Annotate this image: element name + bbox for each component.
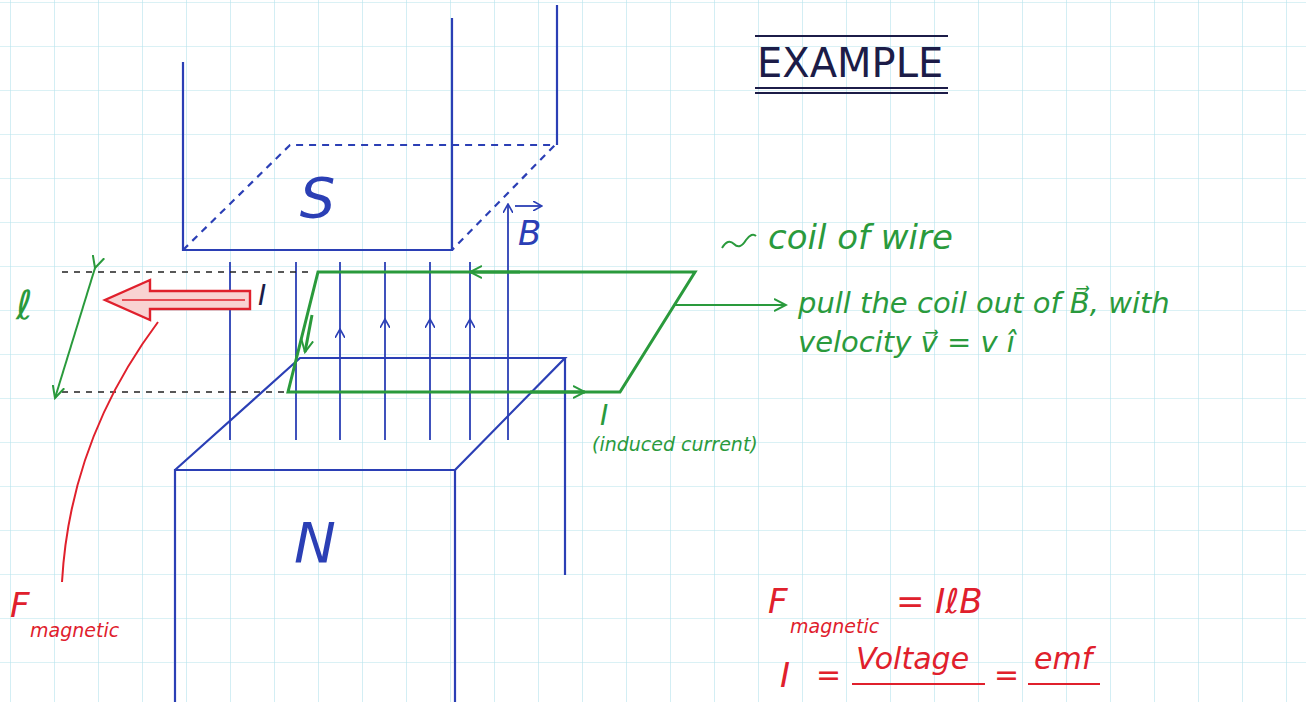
fraction-bars (852, 683, 1100, 685)
magnet-pole: S (190, 150, 445, 246)
magnet-pole: N (182, 478, 448, 608)
current-symbol: I (780, 656, 790, 695)
field-line (229, 262, 231, 440)
underline (755, 92, 948, 94)
field-line (339, 330, 341, 440)
leader-squiggle (722, 235, 756, 248)
vector-arrow (515, 205, 541, 207)
numerator: Voltage (856, 642, 969, 677)
motion-note: pull the coil out of B⃗, with velocity v… (798, 284, 1238, 362)
field-symbol: B (518, 214, 541, 253)
pole-letter: S (300, 166, 336, 230)
fraction-bar (1028, 683, 1100, 685)
fraction-bar (852, 683, 985, 685)
south-magnet (183, 5, 557, 250)
force-subscript: magnetic (790, 616, 879, 638)
force-arrow (105, 280, 250, 320)
current-symbol: I (600, 400, 608, 432)
equals-sign: = (816, 658, 841, 693)
pole-letter: N (294, 511, 336, 575)
dashed-line (62, 391, 284, 393)
overline (755, 35, 948, 37)
dimension-lines (62, 272, 310, 392)
field-line (384, 320, 386, 440)
coil-loop (288, 272, 695, 392)
force-subscript: magnetic (30, 620, 119, 642)
magnet-outline (183, 18, 452, 250)
arrow-inner-line (122, 299, 245, 301)
underline (755, 87, 948, 89)
coil-label: coil of wire (768, 218, 953, 257)
force-symbol: F (768, 582, 788, 621)
current-arrow (305, 315, 312, 352)
field-line (469, 320, 471, 440)
magnet-edge (556, 5, 558, 145)
field-line (429, 320, 431, 440)
hollow-arrow (105, 280, 250, 320)
title: EXAMPLE (757, 40, 943, 86)
equation: = IℓB (896, 582, 983, 621)
magnet-outline (175, 470, 455, 702)
current-arrow (470, 271, 520, 274)
length-symbol: ℓ (16, 282, 33, 328)
numerator: emf (1034, 642, 1092, 677)
field-vector-arrow (507, 205, 509, 440)
velocity-arrow (674, 304, 786, 306)
force-symbol: F (10, 586, 30, 625)
magnet-face (175, 358, 565, 470)
magnet-face (183, 145, 555, 250)
field-line (295, 262, 297, 440)
current-symbol: I (258, 280, 266, 312)
title-rules (755, 36, 948, 93)
coil (288, 235, 786, 392)
current-note: (induced current) (592, 434, 758, 456)
equals-sign: = (994, 658, 1019, 693)
field-lines (230, 205, 541, 440)
current-arrow (530, 391, 585, 394)
dashed-line (62, 271, 310, 273)
north-magnet (175, 358, 565, 702)
leader-line (62, 322, 158, 582)
dimension-arrow (55, 268, 95, 398)
